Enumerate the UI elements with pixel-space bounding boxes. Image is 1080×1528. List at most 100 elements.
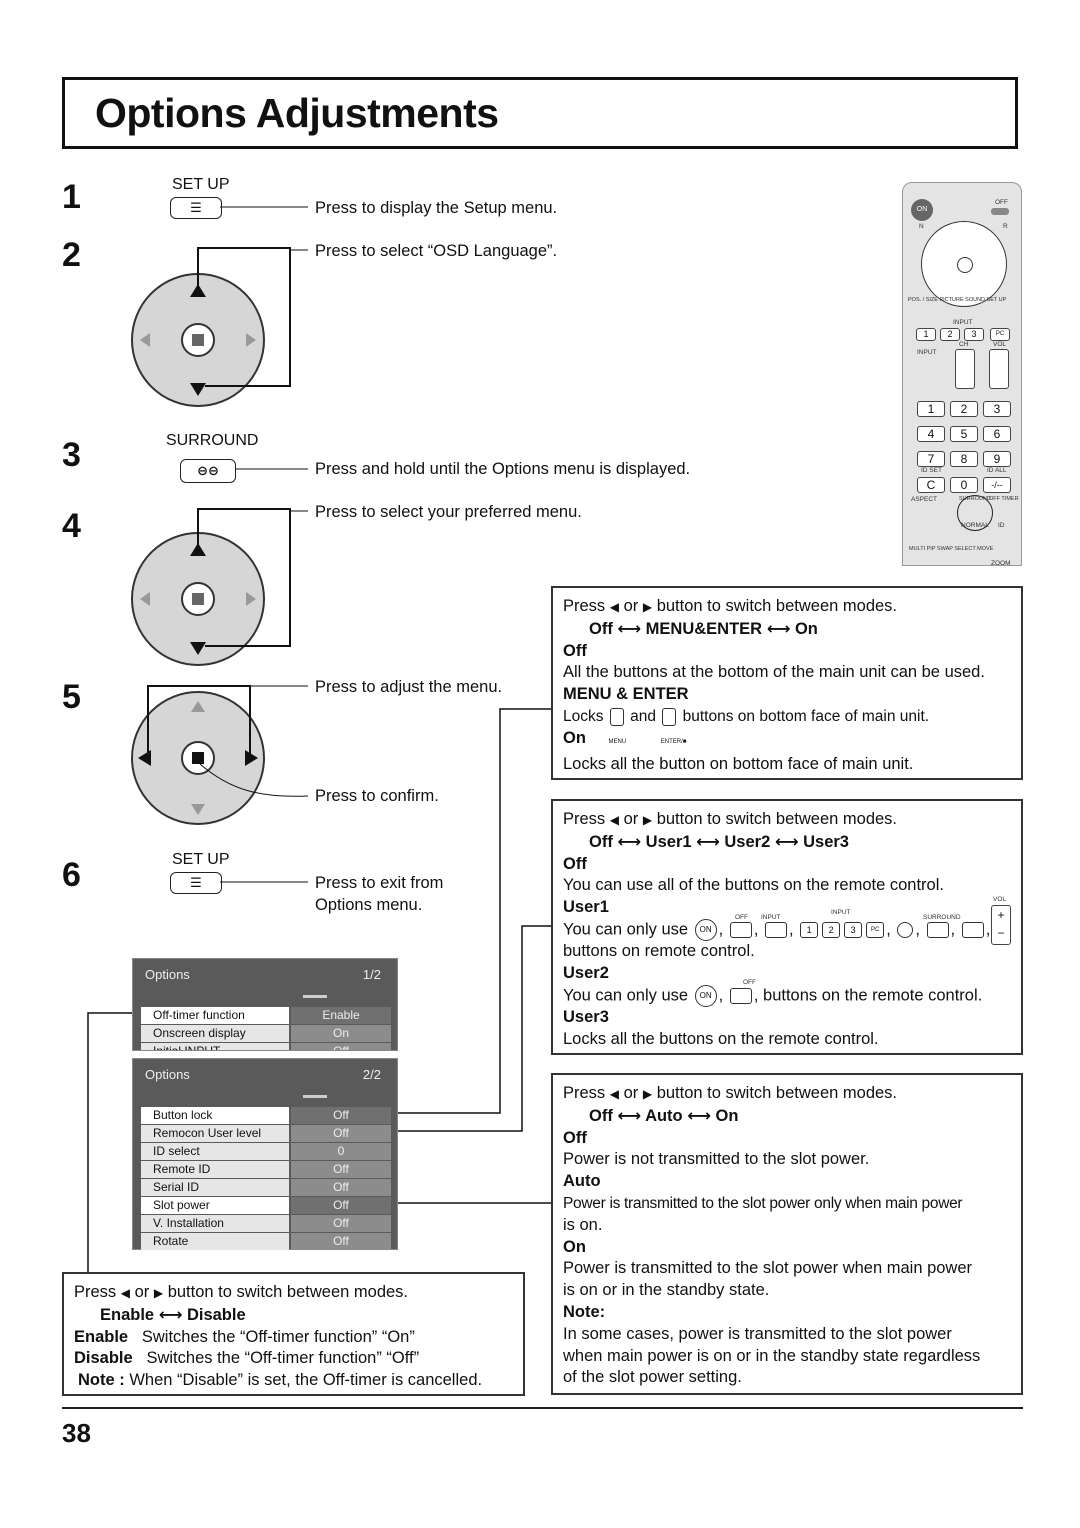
slot-power-panel: Press ◀ or ▶ button to switch between mo… (551, 1073, 1023, 1395)
dpad-step5-icon (131, 691, 265, 825)
enter-key-label: ENTER/■ (660, 738, 687, 745)
remote-dpad-icon (921, 221, 1007, 307)
dpad-step4-icon (131, 532, 265, 666)
mode-description: buttons on remote control. (563, 942, 755, 961)
menu-page: 2/2 (362, 1067, 381, 1082)
setup-key-label: SET UP (172, 176, 230, 193)
menu-row-label: Rotate (141, 1233, 289, 1250)
menu-row-label: Remocon User level (141, 1125, 289, 1142)
note-text: In some cases, power is transmitted to t… (563, 1324, 952, 1343)
menu-row-value: Off (291, 1107, 391, 1124)
step-number: 5 (62, 678, 81, 716)
mode-option: User1 (645, 832, 692, 851)
double-arrow-icon: ⟷ (766, 619, 791, 638)
panel-text: buttons on the remote control. (763, 986, 983, 1005)
panel-text: or (623, 1084, 639, 1102)
menu-row-value: On (291, 1025, 391, 1042)
mode-description: Locks all the button on bottom face of m… (563, 754, 914, 773)
menu-title: Options (145, 967, 190, 982)
vol-rocker-icon: +− (991, 905, 1011, 945)
remote-label: ID SET (921, 467, 942, 474)
mode-heading: On (563, 728, 586, 747)
panel-text: buttons on bottom face of main unit. (682, 707, 930, 725)
panel-text: Press (563, 597, 606, 615)
mode-option: MENU&ENTER (645, 619, 763, 638)
menu-row-label: V. Installation (141, 1215, 289, 1232)
icon-label: INPUT (761, 914, 781, 921)
right-arrow-icon: ▶ (642, 1087, 653, 1101)
menu-row[interactable]: Onscreen display On (141, 1025, 391, 1042)
icon-label: VOL (993, 896, 1007, 903)
mode-heading: User3 (563, 1007, 609, 1026)
menu-row-label: ID select (141, 1143, 289, 1160)
page-title: Options Adjustments (95, 90, 499, 136)
panel-text: or (134, 1283, 150, 1301)
panel-text: Locks (563, 707, 604, 725)
mode-heading: Enable (74, 1327, 129, 1346)
right-arrow-icon: ▶ (153, 1286, 164, 1300)
input-key: 3 (844, 921, 863, 938)
number-key: 8 (950, 451, 978, 467)
off-timer-panel: Press ◀ or ▶ button to switch between mo… (62, 1272, 525, 1396)
input-key: 2 (822, 921, 841, 938)
surround-button-icon (926, 921, 949, 938)
enter-key-icon (662, 707, 677, 726)
remote-label: ID (998, 522, 1005, 529)
note-heading: Note: (563, 1302, 606, 1321)
menu-row-label: Onscreen display (141, 1025, 289, 1042)
surround-highlight-icon (957, 495, 993, 531)
page-number: 38 (62, 1418, 91, 1448)
mode-description: Locks all the buttons on the remote cont… (563, 1029, 879, 1048)
icon-label: INPUT (831, 909, 851, 916)
mode-description: is on. (563, 1215, 603, 1234)
step-text: Press and hold until the Options menu is… (315, 460, 691, 478)
mode-heading: On (563, 1237, 586, 1256)
number-key: 5 (950, 426, 978, 442)
left-arrow-icon: ◀ (120, 1286, 131, 1300)
mode-option: User3 (803, 832, 849, 851)
remote-label: R (1003, 223, 1008, 230)
normal-button-icon (897, 921, 914, 938)
remote-label: INPUT (953, 319, 973, 326)
number-key: -/-- (983, 477, 1011, 493)
input-key: PC (866, 921, 885, 938)
double-arrow-icon: ⟷ (617, 832, 642, 851)
mode-heading: Auto (563, 1172, 601, 1191)
menu-row[interactable]: Off-timer function Enable (141, 1007, 391, 1024)
menu-row-value: Off (291, 1215, 391, 1232)
number-key: 6 (983, 426, 1011, 442)
right-arrow-icon: ▶ (642, 600, 653, 614)
panel-text: button to switch between modes. (167, 1283, 409, 1301)
power-on-icon: ON (694, 918, 717, 941)
panel-text: You can only use (563, 986, 689, 1005)
remote-label: INPUT (917, 349, 937, 356)
page-dots (303, 995, 327, 998)
menu-row-value: Off (291, 1233, 391, 1250)
panel-text: button to switch between modes. (656, 597, 898, 615)
input-key: PC (990, 328, 1010, 341)
off-button-icon (991, 208, 1009, 215)
menu-row-label: Slot power (141, 1197, 289, 1214)
step-text: Press to select your preferred menu. (315, 503, 582, 521)
double-arrow-icon: ⟷ (158, 1305, 183, 1324)
step-text: Press to select “OSD Language”. (315, 242, 558, 260)
options-menu-page1: Options 1/2 Off-timer function Enable On… (132, 958, 398, 1051)
remote-label: CH (959, 341, 969, 348)
number-key: 3 (983, 401, 1011, 417)
menu-row-label: Initial INPUT (141, 1043, 289, 1050)
menu-row-value: Enable (291, 1007, 391, 1024)
remote-label: NORMAL (961, 522, 989, 529)
power-on-icon: ON (911, 199, 933, 221)
menu-row[interactable]: Initial INPUT Off (141, 1043, 391, 1050)
menu-title: Options (145, 1067, 190, 1082)
number-key: 0 (950, 477, 978, 493)
left-arrow-icon: ◀ (609, 600, 620, 614)
